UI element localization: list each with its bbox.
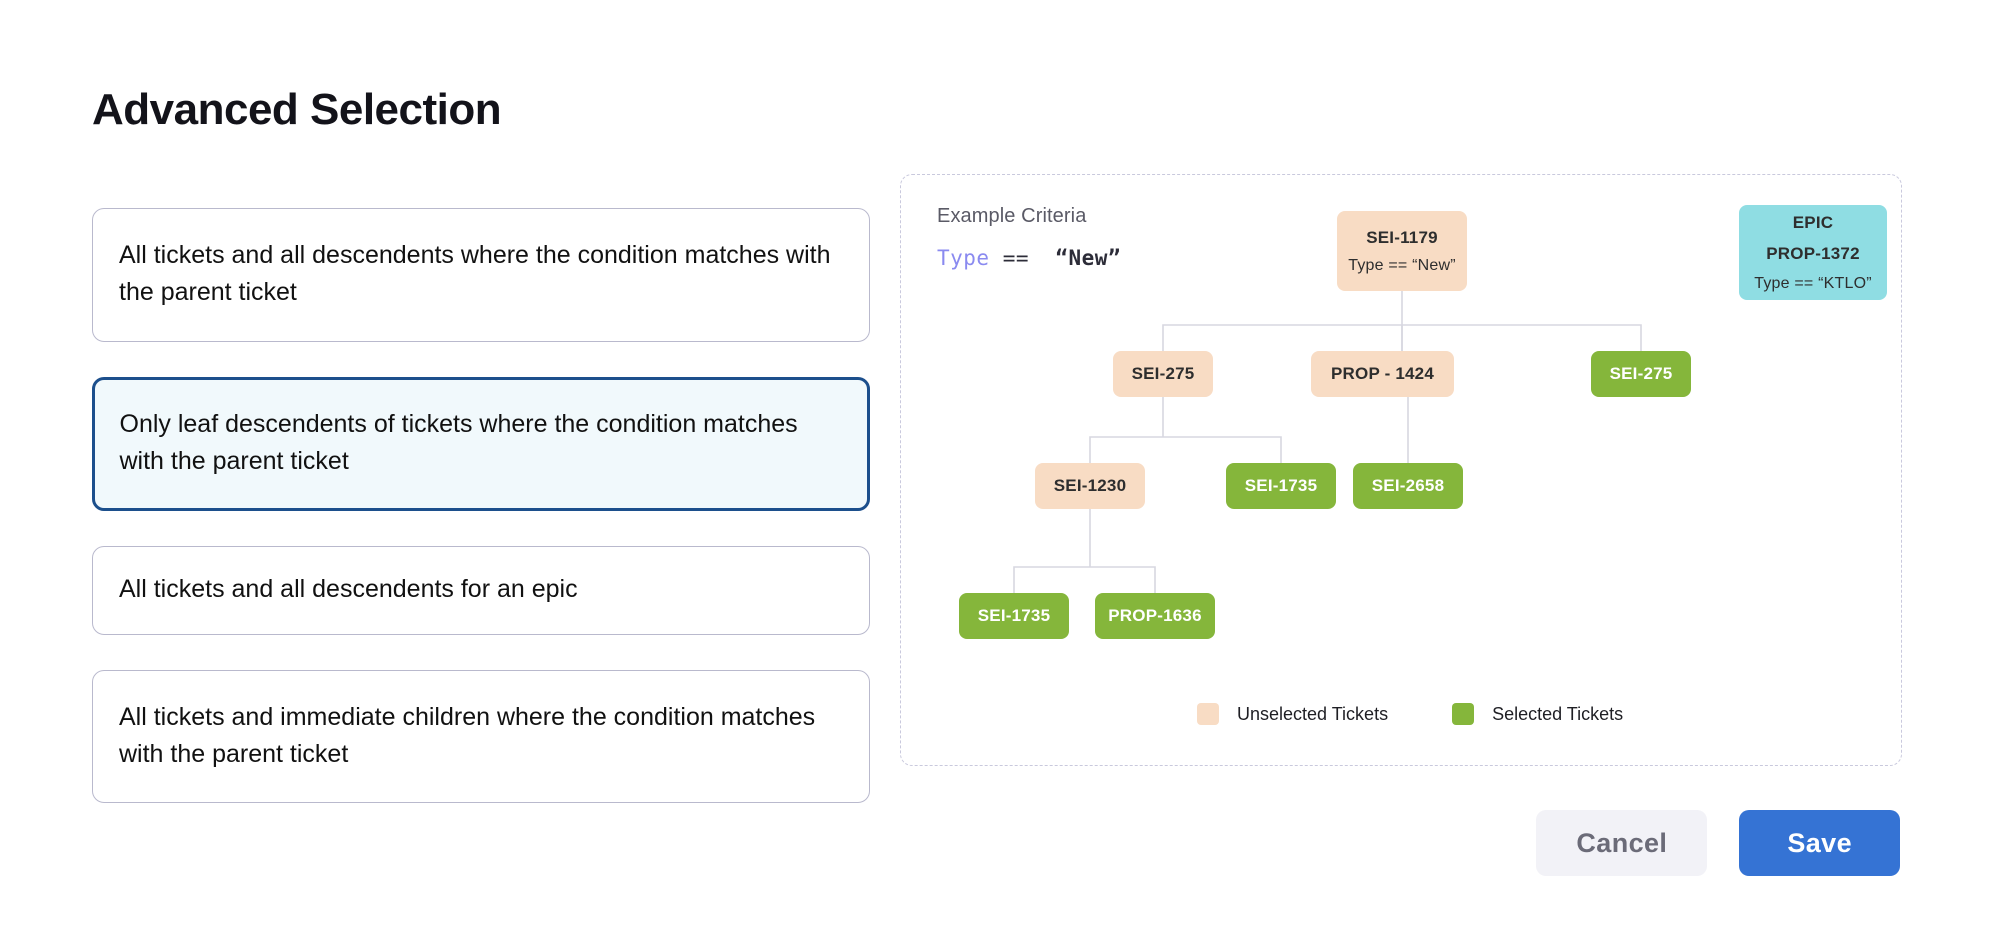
tree-node-line: Type == “KTLO” bbox=[1754, 274, 1872, 292]
legend-label: Selected Tickets bbox=[1492, 703, 1624, 724]
tree-connectors bbox=[1013, 291, 1642, 593]
option-card-label: All tickets and all descendents where th… bbox=[119, 241, 831, 306]
tree-node-sei-275-a[interactable]: SEI-275 bbox=[1113, 351, 1213, 397]
tree-node-line: EPIC bbox=[1792, 212, 1834, 232]
tree-node-sei-1230[interactable]: SEI-1230 bbox=[1035, 463, 1145, 509]
tree-node-sei-1735-b[interactable]: SEI-1735 bbox=[959, 593, 1069, 639]
tree-legend: Unselected Tickets Selected Tickets bbox=[1197, 703, 1623, 725]
option-card-label: All tickets and immediate children where… bbox=[119, 702, 816, 768]
criteria-block: Example Criteria Type == “New” bbox=[937, 205, 1121, 270]
criteria-value: “New” bbox=[1055, 246, 1122, 270]
tree-node-line: SEI-1179 bbox=[1366, 227, 1438, 247]
save-button[interactable]: Save bbox=[1739, 810, 1900, 876]
tree-node-sei-1735-a[interactable]: SEI-1735 bbox=[1226, 463, 1336, 509]
legend-swatch-unselected-icon bbox=[1197, 703, 1219, 725]
option-card-immediate-children-condition[interactable]: All tickets and immediate children where… bbox=[92, 669, 870, 804]
tree-node-line: PROP-1372 bbox=[1766, 243, 1860, 263]
tree-node-prop-1636[interactable]: PROP-1636 bbox=[1095, 593, 1215, 639]
tree-node-sei-2658[interactable]: SEI-2658 bbox=[1353, 463, 1463, 509]
tree-node-line: PROP - 1424 bbox=[1331, 364, 1434, 383]
tree-node-sei-275-b[interactable]: SEI-275 bbox=[1591, 351, 1691, 397]
legend-label: Unselected Tickets bbox=[1237, 703, 1389, 724]
page-title: Advanced Selection bbox=[92, 85, 502, 135]
criteria-title: Example Criteria bbox=[937, 205, 1087, 227]
tree-node-line: Type == “New” bbox=[1348, 256, 1456, 274]
tree-node-line: PROP-1636 bbox=[1108, 606, 1202, 625]
tree-node-line: SEI-1230 bbox=[1053, 476, 1127, 495]
tree-node-line: SEI-1735 bbox=[977, 606, 1051, 625]
option-card-label: All tickets and all descendents for an e… bbox=[119, 575, 578, 603]
tree-node-line: SEI-275 bbox=[1131, 364, 1195, 383]
legend-item-unselected: Unselected Tickets bbox=[1197, 703, 1388, 725]
criteria-expression: Type == “New” bbox=[937, 246, 1121, 270]
tree-node-line: SEI-1735 bbox=[1244, 476, 1318, 495]
footer-actions: Cancel Save bbox=[1536, 810, 1900, 876]
tree-node-line: SEI-275 bbox=[1609, 364, 1673, 383]
option-card-leaf-descendents-condition[interactable]: Only leaf descendents of tickets where t… bbox=[92, 376, 870, 511]
option-card-label: Only leaf descendents of tickets where t… bbox=[119, 410, 798, 475]
criteria-field: Type bbox=[937, 246, 990, 270]
selection-options-list: All tickets and all descendents where th… bbox=[92, 208, 870, 838]
criteria-operator: == bbox=[1002, 246, 1030, 270]
tree-node-prop-1424[interactable]: PROP - 1424 bbox=[1311, 351, 1454, 397]
option-card-all-descendents-epic[interactable]: All tickets and all descendents for an e… bbox=[92, 546, 870, 635]
legend-item-selected: Selected Tickets bbox=[1452, 703, 1623, 725]
legend-swatch-selected-icon bbox=[1452, 703, 1475, 725]
cancel-button[interactable]: Cancel bbox=[1536, 810, 1708, 876]
option-card-all-descendents-condition[interactable]: All tickets and all descendents where th… bbox=[92, 208, 870, 342]
tree-node-line: SEI-2658 bbox=[1371, 476, 1445, 495]
